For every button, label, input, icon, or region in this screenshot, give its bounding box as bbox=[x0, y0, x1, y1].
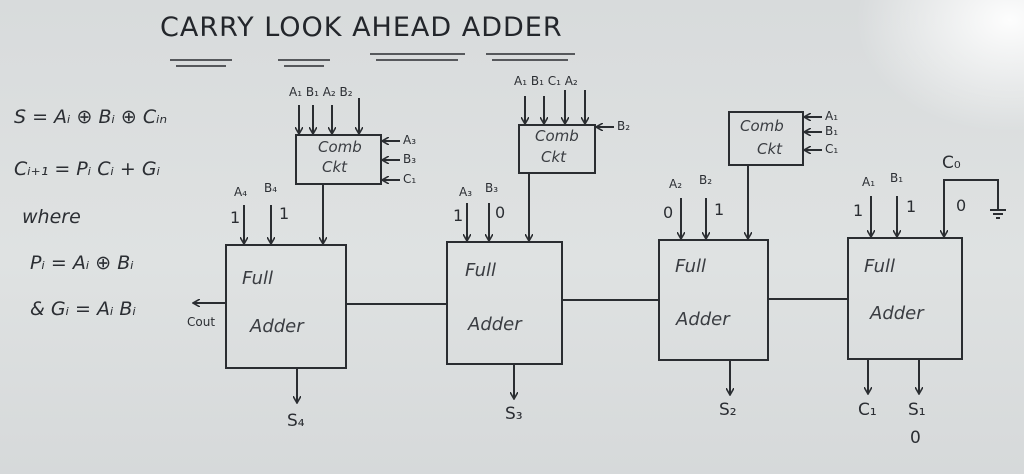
adder-3-sum-label: S₃ bbox=[505, 404, 523, 424]
adder-4-b-value: 1 bbox=[279, 204, 290, 223]
adder-3-a-label: A₃ bbox=[459, 185, 473, 199]
adder-1-sum-value: 0 bbox=[910, 428, 921, 448]
comb-1-top-inputs: A₁ B₁ A₂ B₂ bbox=[289, 85, 353, 99]
full-adder-4-box bbox=[225, 244, 347, 369]
sum-equation: S = Aᵢ ⊕ Bᵢ ⊕ Cᵢₙ bbox=[14, 106, 168, 128]
propagate-equation: Pᵢ = Aᵢ ⊕ Bᵢ bbox=[30, 252, 134, 274]
adder-2-a-value: 0 bbox=[663, 203, 674, 222]
carry-in-value: 0 bbox=[956, 196, 967, 215]
adder-3-label-line2: Adder bbox=[468, 314, 522, 335]
comb-2-side-input: B₂ bbox=[617, 119, 631, 133]
generate-equation: & Gᵢ = Aᵢ Bᵢ bbox=[30, 298, 136, 320]
comb-3-label-line1: Comb bbox=[740, 117, 784, 135]
comb-1-side-input: C₁ bbox=[403, 172, 417, 186]
adder-1-label-line1: Full bbox=[864, 256, 896, 277]
adder-1-label-line2: Adder bbox=[870, 303, 924, 324]
comb-3-label-line2: Ckt bbox=[757, 140, 783, 158]
adder-4-label-line1: Full bbox=[242, 268, 274, 289]
carry-equation: Cᵢ₊₁ = Pᵢ Cᵢ + Gᵢ bbox=[14, 158, 160, 180]
diagram-title: CARRY LOOK AHEAD ADDER bbox=[160, 12, 563, 43]
comb-3-side-input: B₁ bbox=[825, 124, 839, 138]
carry-out-label: Cout bbox=[187, 315, 216, 329]
adder-2-label-line2: Adder bbox=[676, 309, 730, 330]
adder-2-b-value: 1 bbox=[714, 200, 725, 219]
carry-in-label: C₀ bbox=[942, 153, 961, 173]
comb-1-side-input: B₃ bbox=[403, 152, 417, 166]
comb-ckt-2-box bbox=[518, 124, 596, 174]
title-underline bbox=[170, 53, 575, 67]
adder-3-b-value: 0 bbox=[495, 203, 506, 222]
adder-3-a-value: 1 bbox=[453, 206, 464, 225]
comb-3-side-input: C₁ bbox=[825, 142, 839, 156]
adder-1-b-label: B₁ bbox=[890, 171, 904, 185]
adder-3-b-label: B₃ bbox=[485, 181, 499, 195]
adder-1-sum-label: S₁ bbox=[908, 400, 926, 420]
adder-1-a-value: 1 bbox=[853, 201, 864, 220]
adder-1-carry-label: C₁ bbox=[858, 400, 877, 420]
where-label: where bbox=[22, 206, 81, 228]
comb-ckt-3-box bbox=[728, 111, 804, 166]
comb-2-label-line1: Comb bbox=[535, 127, 579, 145]
adder-4-sum-label: S₄ bbox=[287, 411, 305, 431]
comb-3-side-input: A₁ bbox=[825, 109, 839, 123]
adder-4-a-label: A₄ bbox=[234, 185, 248, 199]
adder-4-b-label: B₄ bbox=[264, 181, 278, 195]
adder-3-label-line1: Full bbox=[465, 260, 497, 281]
adder-2-a-label: A₂ bbox=[669, 177, 683, 191]
adder-2-label-line1: Full bbox=[675, 256, 707, 277]
adder-2-b-label: B₂ bbox=[699, 173, 713, 187]
comb-1-label-line2: Ckt bbox=[322, 158, 348, 176]
comb-2-label-line2: Ckt bbox=[541, 148, 567, 166]
comb-1-label-line1: Comb bbox=[318, 138, 362, 156]
adder-1-a-label: A₁ bbox=[862, 175, 876, 189]
adder-4-a-value: 1 bbox=[230, 208, 241, 227]
comb-2-top-inputs: A₁ B₁ C₁ A₂ bbox=[514, 74, 578, 88]
comb-1-side-input: A₃ bbox=[403, 133, 417, 147]
adder-1-b-value: 1 bbox=[906, 197, 917, 216]
adder-2-sum-label: S₂ bbox=[719, 400, 737, 420]
adder-4-label-line2: Adder bbox=[250, 316, 304, 337]
